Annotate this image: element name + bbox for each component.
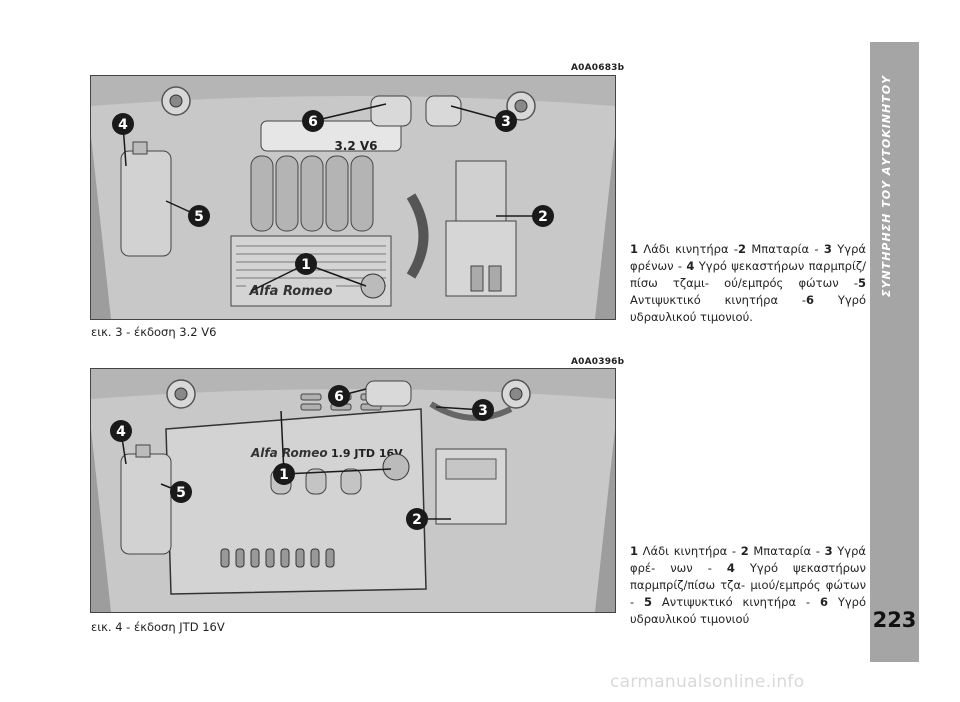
callout-4: 4 (116, 424, 126, 440)
figure-code: A0A0683b (571, 63, 625, 73)
callout-1: 1 (279, 467, 289, 483)
legend-number: 6 (806, 293, 815, 307)
legend-number: 4 (726, 561, 735, 575)
callout-6: 6 (308, 114, 318, 130)
legend-text-jtd: 1 Λάδι κινητήρα - 2 Μπαταρία - 3 Υγρά φρ… (630, 543, 866, 628)
legend-number: 2 (740, 544, 749, 558)
legend-item: Υγρό υδραυλικού τιμονιού. (630, 293, 866, 324)
callout-2: 2 (412, 512, 422, 528)
callout-3: 3 (478, 403, 488, 419)
legend-item: Λάδι κινητήρα - (638, 242, 739, 256)
callout-3: 3 (501, 114, 511, 130)
engine-badge: 3.2 V6 (334, 139, 377, 153)
engine-badge: 1.9 JTD 16V (331, 447, 403, 460)
legend-item: Υγρό υδραυλικού τιμονιού (630, 595, 866, 626)
logo-text: Alfa Romeo (250, 446, 328, 460)
figure-caption: εικ. 4 - έκδοση JTD 16V (91, 620, 225, 634)
legend-item: Αντιψυκτικό κινητήρα - (630, 293, 806, 307)
legend-item: Μπαταρία - (748, 544, 825, 558)
page-number: 223 (872, 608, 917, 632)
legend-number: 3 (824, 544, 833, 558)
section-sidebar (870, 42, 919, 662)
legend-number: 2 (738, 242, 747, 256)
figure-caption: εικ. 3 - έκδοση 3.2 V6 (91, 325, 217, 339)
legend-number: 6 (819, 595, 828, 609)
figure-code: A0A0396b (571, 357, 625, 367)
legend-number: 5 (644, 595, 653, 609)
callouts: 1 2 3 4 5 6 (112, 110, 554, 275)
legend-item: Υγρά φρέ- νων - (630, 544, 866, 575)
legend-item: Υγρό ψεκαστήρων παρμπρίζ/πίσω τζαμι- ού/… (630, 259, 867, 290)
callout-6: 6 (334, 389, 344, 405)
section-title: ΣΥΝΤΗΡΗΣΗ ΤΟΥ ΑΥΤΟΚΙΝΗΤΟΥ (880, 75, 893, 298)
legend-item: Λάδι κινητήρα - (638, 544, 741, 558)
legend-item: Αντιψυκτικό κινητήρα - (652, 595, 820, 609)
engine-bay-illustration-v6: Alfa Romeo 3.2 V6 1 2 3 4 5 6 (90, 75, 616, 320)
callout-2: 2 (538, 209, 548, 225)
legend-number: 3 (823, 242, 832, 256)
callout-5: 5 (176, 485, 186, 501)
logo-text: Alfa Romeo (248, 284, 332, 299)
callout-4: 4 (118, 117, 128, 133)
callouts: 1 2 3 4 5 6 (110, 385, 494, 530)
engine-bay-illustration-jtd: Alfa Romeo 1.9 JTD 16V 1 (90, 368, 616, 613)
engine-bay-drawing: Alfa Romeo 3.2 V6 1 2 3 4 5 6 (91, 76, 615, 319)
watermark: carmanualsonline.info (610, 672, 805, 692)
engine-bay-drawing: Alfa Romeo 1.9 JTD 16V 1 (91, 369, 615, 612)
callout-1: 1 (301, 257, 311, 273)
legend-number: 4 (686, 259, 695, 273)
legend-number: 5 (857, 276, 866, 290)
legend-text-v6: 1 Λάδι κινητήρα -2 Μπαταρία - 3 Υγρά φρέ… (630, 241, 866, 326)
legend-number: 1 (630, 544, 639, 558)
callout-5: 5 (194, 209, 204, 225)
legend-item: Μπαταρία - (746, 242, 824, 256)
legend-item: Υγρό ψεκαστήρων παρμπρίζ/πίσω τζα- μιού/… (630, 561, 866, 609)
legend-number: 1 (630, 242, 639, 256)
legend-item: Υγρά φρένων - (630, 242, 866, 273)
